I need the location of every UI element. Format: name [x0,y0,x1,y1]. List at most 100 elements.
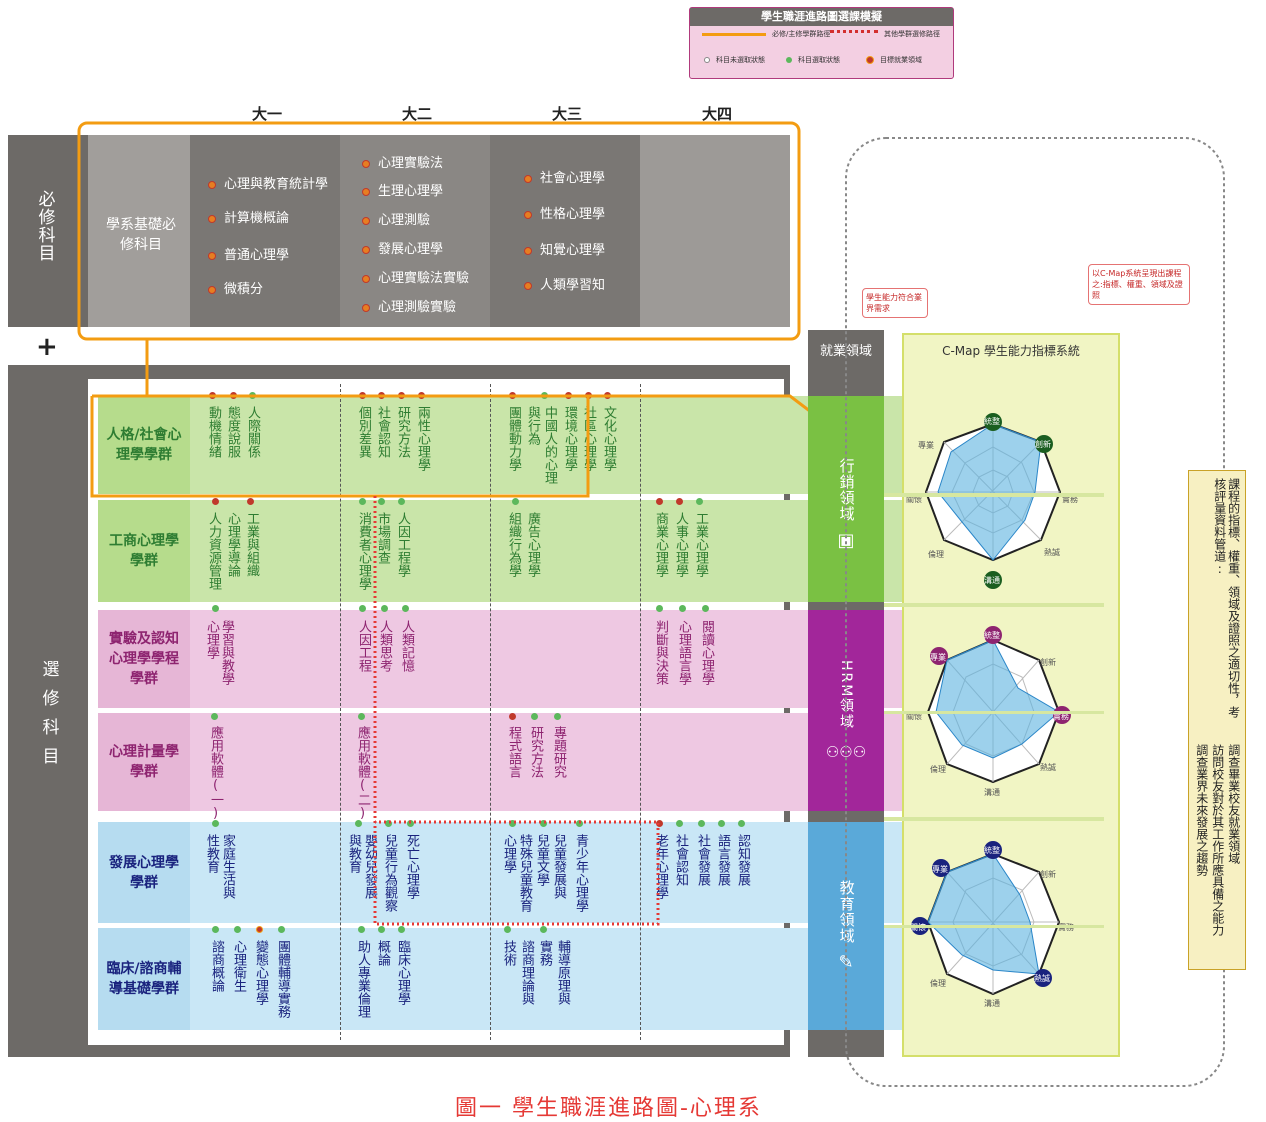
connector-line [884,493,1104,497]
course-dot [247,498,254,505]
course: 心理衛生 [231,940,246,992]
axis-label: 溝通 [984,576,1000,585]
course-dot [540,820,547,827]
course-dot [256,926,263,933]
course: 程式語言 [506,726,521,778]
course: 文化心理學 [601,406,616,471]
legend-box: 學生職涯進路圖選課模擬 必修/主修學群路徑 其他學群選修路徑 科目未選取狀態 科… [689,7,954,79]
hrm-domain-label: HRM領域 [838,660,854,731]
course: 諮商概論 [209,940,224,992]
cmap-header: C-Map 學生能力指標系統 [942,344,1080,358]
course-dot [211,713,218,720]
required-course: 心理測驗實驗 [362,296,456,315]
required-course: 人類學習知 [524,274,605,293]
course: 變態心理學 [253,940,268,1005]
course-dot [378,926,385,933]
axis-label: 統整 [984,417,1000,426]
course: 心理語言學 [676,620,691,685]
course: 環境心理學 [562,406,577,471]
course-dot [540,926,547,933]
course: 與教育 [346,834,361,873]
course: 助人專業倫理 [355,940,370,1018]
note-cmap: 以C-Map系統呈現出課程之:指標、權重、領域及證照 [1088,264,1190,305]
axis-label: 實務 [1062,495,1078,504]
briefcase-icon: ▣ [837,529,855,551]
column-divider [340,384,341,1040]
course-dot [278,926,285,933]
course: 人事心理學 [673,512,688,577]
course: 社會認知 [375,406,390,458]
course: 商業心理學 [653,512,668,577]
required-course: 微積分 [208,278,263,297]
course: 態度說服 [225,406,240,458]
required-course: 心理測驗 [362,209,430,228]
connector-line [884,817,1104,821]
legend-target-text: 目標就業領域 [880,56,922,64]
group-cell [98,396,190,494]
required-course: 知覺心理學 [524,239,605,258]
course: 嬰幼兒發展 [362,834,377,899]
course: 兒童文學 [534,834,549,886]
course-dot [509,713,516,720]
course: 研究方法 [528,726,543,778]
axis-label: 溝通 [984,788,1000,797]
required-course: 性格心理學 [524,203,605,222]
course: 心理學 [204,620,219,659]
course: 專題研究 [551,726,566,778]
required-course: 社會心理學 [524,167,605,186]
course: 語言發展 [715,834,730,886]
radar-chart-marketing [924,413,1062,589]
axis-label: 倫理 [928,550,944,559]
group-cell [98,610,190,708]
required-group-label: 學系基礎必修科目 [106,217,176,253]
course: 人際關係 [245,406,260,458]
axis-label: 專業 [930,653,946,662]
course-dot [212,605,219,612]
required-year3-cell [490,135,640,327]
red-dotted-sample [830,30,878,33]
legend-red-text: 其他學群選修路徑 [884,30,940,38]
group-cell [98,822,190,923]
course-dot [234,926,241,933]
group-name: 發展心理學學群 [109,854,179,891]
course: 動機情緒 [206,406,221,458]
connector-line [884,603,1104,607]
course-dot [398,498,405,505]
required-year4-cell [640,135,790,327]
side-note-text-4: 調查業界未來發展之趨勢 [1194,744,1209,876]
course-dot [385,820,392,827]
course: 兩性心理學 [415,406,430,471]
axis-label: 實務 [1053,712,1069,721]
course-dot [676,498,683,505]
course: 團體輔導實務 [275,940,290,1018]
course-dot [656,605,663,612]
selected-dot-icon [786,57,792,63]
course-dot [509,820,516,827]
course-dot [358,926,365,933]
course: 閱讀心理學 [699,620,714,685]
course: 諮商理論與 [519,940,534,1005]
course: 心理學 [501,834,516,873]
axis-label: 專業 [918,441,934,450]
axis-label: 創新 [1040,658,1056,667]
course-dot [359,498,366,505]
axis-label: 關懷 [906,495,922,504]
required-course: 心理實驗法實驗 [362,267,469,286]
elective-section-label: 選修科目 [38,660,59,776]
course-dot [512,498,519,505]
course: 研究方法 [395,406,410,458]
year-4-label: 大四 [702,105,733,123]
side-note [1188,470,1246,970]
course: 兒童發展與 [551,834,566,899]
course: 社會發展 [695,834,710,886]
course-dot [378,498,385,505]
axis-label: 熱誠 [1040,763,1056,772]
course: 兒童行為觀察 [382,834,397,912]
course: 社會認知 [673,834,688,886]
group-cell [98,500,190,602]
required-course: 生理心理學 [362,180,443,199]
course-dot [402,605,409,612]
course-dot [398,926,405,933]
legend-unselected-text: 科目未選取狀態 [716,56,765,64]
